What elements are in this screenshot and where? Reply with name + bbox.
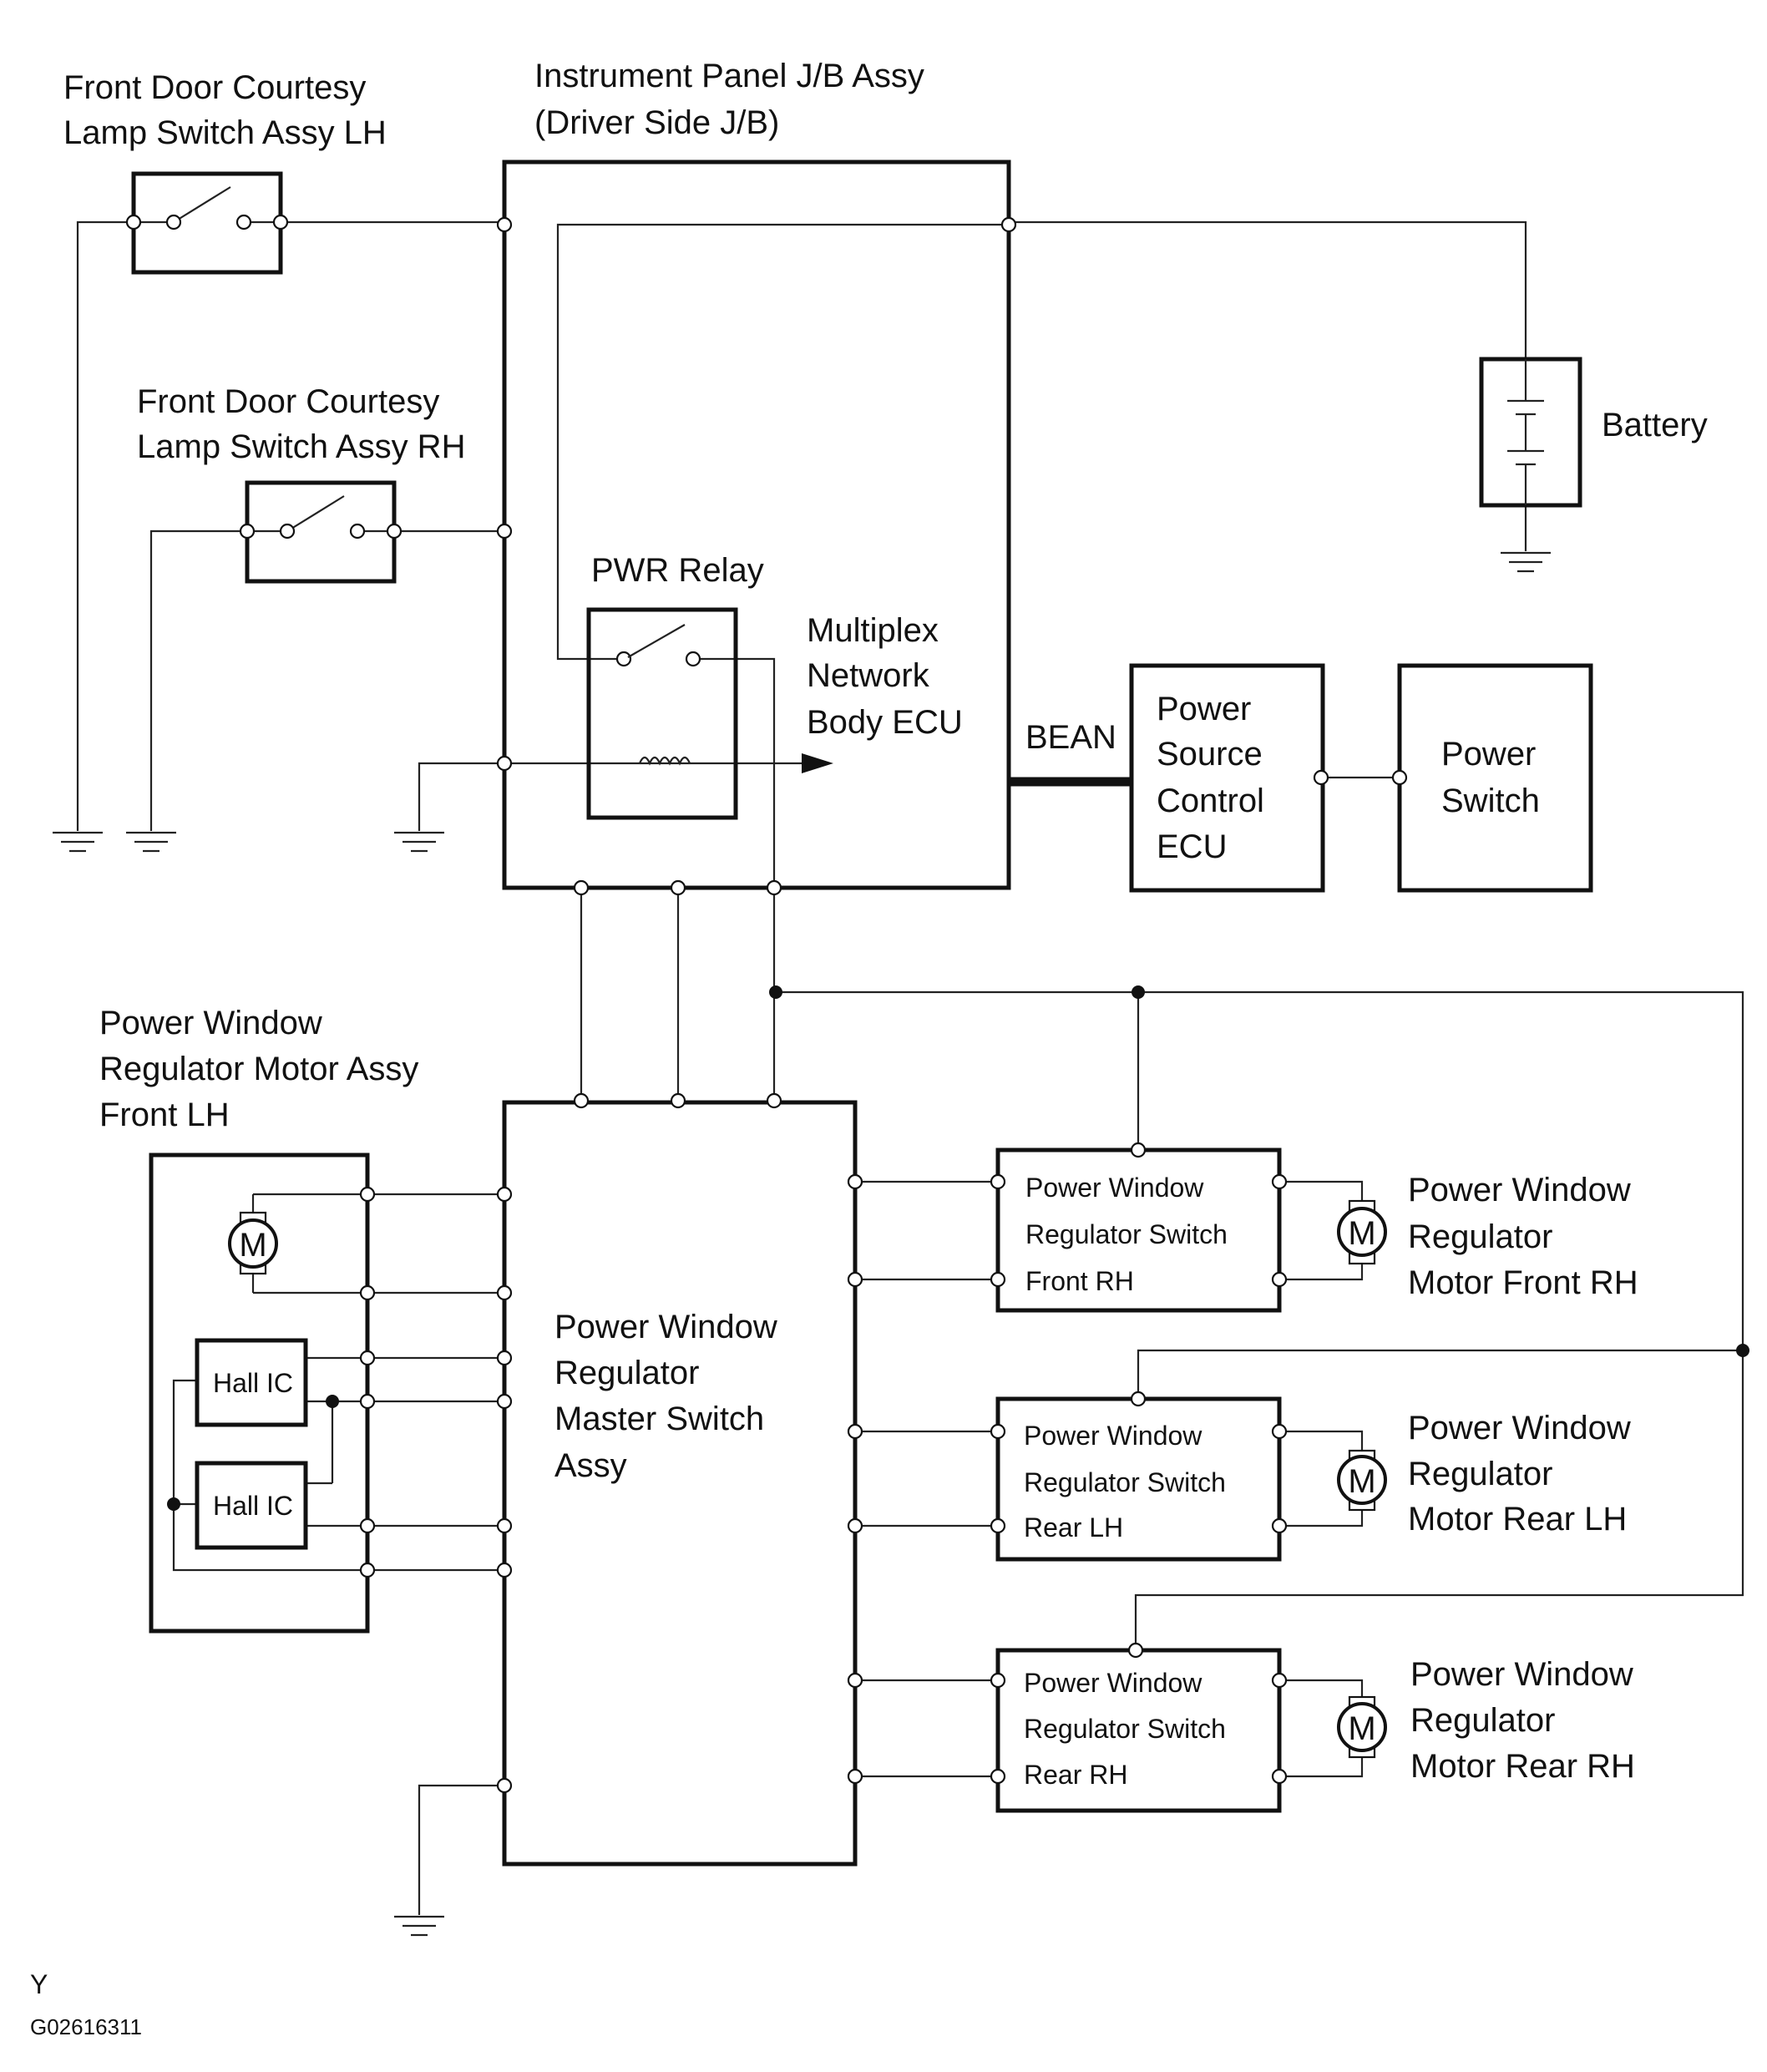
ground-symbols <box>53 551 1551 1937</box>
pwr-relay <box>586 607 738 820</box>
power-source-ecu-label-3: Control <box>1157 783 1264 819</box>
wire-master-ground <box>418 1784 504 1915</box>
power-source-ecu-label-2: Source <box>1157 736 1263 773</box>
relay-contact-icon <box>627 624 686 658</box>
wire-rear-rh-motor <box>1279 1679 1364 1697</box>
wire-courtesy-rh-ground <box>149 529 247 831</box>
master-switch-label-3: Master Switch <box>554 1401 764 1437</box>
bean-label: BEAN <box>1025 719 1116 756</box>
switch-front-rh-label-1: Power Window <box>1025 1173 1204 1203</box>
motor-rear-lh <box>1337 1449 1387 1512</box>
switch-rear-lh-label-1: Power Window <box>1024 1421 1202 1451</box>
junction-dots <box>167 985 1749 1511</box>
body-ecu-label-3: Body ECU <box>807 704 963 741</box>
jb-label-1: Instrument Panel J/B Assy <box>534 58 924 94</box>
switch-front-rh-label-2: Regulator Switch <box>1025 1219 1228 1249</box>
motor-m-glyph: M <box>239 1227 266 1264</box>
motor-m-glyph: M <box>1348 1463 1375 1500</box>
motor-front-rh-label-3: Motor Front RH <box>1408 1264 1638 1301</box>
master-switch-label-2: Regulator <box>554 1355 699 1391</box>
master-switch-label-1: Power Window <box>554 1309 777 1345</box>
wire-relay-feed <box>556 223 1009 661</box>
courtesy-rh-label-2: Lamp Switch Assy RH <box>137 428 465 465</box>
motor-rear-rh-label-3: Motor Rear RH <box>1410 1748 1635 1785</box>
wire-power-rear-lh <box>1137 1349 1743 1399</box>
terminals <box>125 214 1408 1794</box>
wire-hall-ground <box>172 1379 504 1572</box>
courtesy-lh-label-1: Front Door Courtesy <box>63 69 366 106</box>
switch-rear-rh-label-3: Rear RH <box>1024 1760 1127 1790</box>
master-switch-label-4: Assy <box>554 1447 627 1484</box>
motor-icon <box>228 1218 278 1269</box>
courtesy-switch-lh <box>131 171 283 275</box>
power-switch-label-2: Switch <box>1441 783 1540 819</box>
power-source-ecu-label-4: ECU <box>1157 828 1227 865</box>
wire-front-rh-motor-b <box>1279 1264 1364 1281</box>
motor-m-glyph: M <box>1348 1215 1375 1252</box>
switch-rear-rh-label-1: Power Window <box>1024 1668 1202 1698</box>
wiring <box>76 220 1744 1915</box>
ground-icon <box>394 831 444 853</box>
motor-front-rh <box>1337 1199 1387 1265</box>
motor-front-lh-label-3: Front LH <box>99 1097 230 1133</box>
battery <box>1479 357 1582 508</box>
wire-battery-feed <box>1009 220 1527 359</box>
body-ecu-label-2: Network <box>807 657 930 694</box>
switch-contact-icon <box>286 495 345 532</box>
motor-m-glyph: M <box>1348 1710 1375 1747</box>
wire-front-rh-motor <box>1279 1180 1364 1201</box>
motor-front-lh-label-1: Power Window <box>99 1005 322 1041</box>
switch-rear-lh-label-3: Rear LH <box>1024 1512 1123 1543</box>
motor-rear-lh-label-1: Power Window <box>1408 1410 1631 1446</box>
body-ecu-label-1: Multiplex <box>807 612 939 649</box>
motor-icon <box>1337 1702 1387 1752</box>
switch-contact-icon <box>173 186 231 223</box>
pwr-relay-label: PWR Relay <box>591 552 764 589</box>
instrument-panel-jb-box <box>502 160 1011 890</box>
motor-front-rh-label-2: Regulator <box>1408 1218 1552 1255</box>
switch-front-rh-label-3: Front RH <box>1025 1266 1134 1296</box>
ground-icon <box>394 1915 444 1937</box>
wire-rear-lh-motor-b <box>1279 1510 1364 1527</box>
switch-rear-lh-label-2: Regulator Switch <box>1024 1467 1226 1497</box>
figure-code: G02616311 <box>30 2014 142 2039</box>
ground-icon <box>126 831 176 853</box>
hall-ic-2-label: Hall IC <box>213 1491 293 1521</box>
ground-icon <box>53 831 103 853</box>
courtesy-lh-label-2: Lamp Switch Assy LH <box>63 114 387 151</box>
motor-rear-rh <box>1337 1695 1387 1759</box>
jb-label-2: (Driver Side J/B) <box>534 104 779 141</box>
wire-relay-coil-ground <box>418 762 504 831</box>
motor-rear-lh-label-2: Regulator <box>1408 1456 1552 1492</box>
motor-rear-rh-label-2: Regulator <box>1410 1702 1555 1739</box>
motor-front-lh-label-2: Regulator Motor Assy <box>99 1051 418 1087</box>
wire-rear-rh-motor-b <box>1279 1757 1364 1778</box>
switch-rear-rh-label-2: Regulator Switch <box>1024 1714 1226 1744</box>
wire-courtesy-lh-ground <box>76 220 134 831</box>
motor-front-rh-label-1: Power Window <box>1408 1172 1631 1208</box>
footer-letter: Y <box>30 1969 48 1999</box>
wire-rear-lh-motor <box>1279 1430 1364 1451</box>
motor-assy-front-lh <box>149 1153 370 1634</box>
relay-arrow-head <box>802 753 833 773</box>
hall-ic-1-label: Hall IC <box>213 1368 293 1398</box>
courtesy-rh-label-1: Front Door Courtesy <box>137 383 439 420</box>
power-switch-box <box>1397 663 1593 893</box>
motor-rear-lh-label-3: Motor Rear LH <box>1408 1501 1627 1538</box>
battery-label: Battery <box>1602 407 1708 443</box>
wire-power-distribution <box>776 990 1744 1650</box>
relay-coil-icon <box>638 756 691 766</box>
power-switch-label-1: Power <box>1441 736 1536 773</box>
motor-icon <box>1337 1207 1387 1257</box>
motor-icon <box>1337 1455 1387 1505</box>
ground-icon <box>1501 551 1551 573</box>
motor-rear-rh-label-1: Power Window <box>1410 1656 1633 1693</box>
courtesy-switch-rh <box>245 480 397 584</box>
power-source-ecu-label-1: Power <box>1157 691 1251 727</box>
wire-relay-output <box>693 657 776 888</box>
